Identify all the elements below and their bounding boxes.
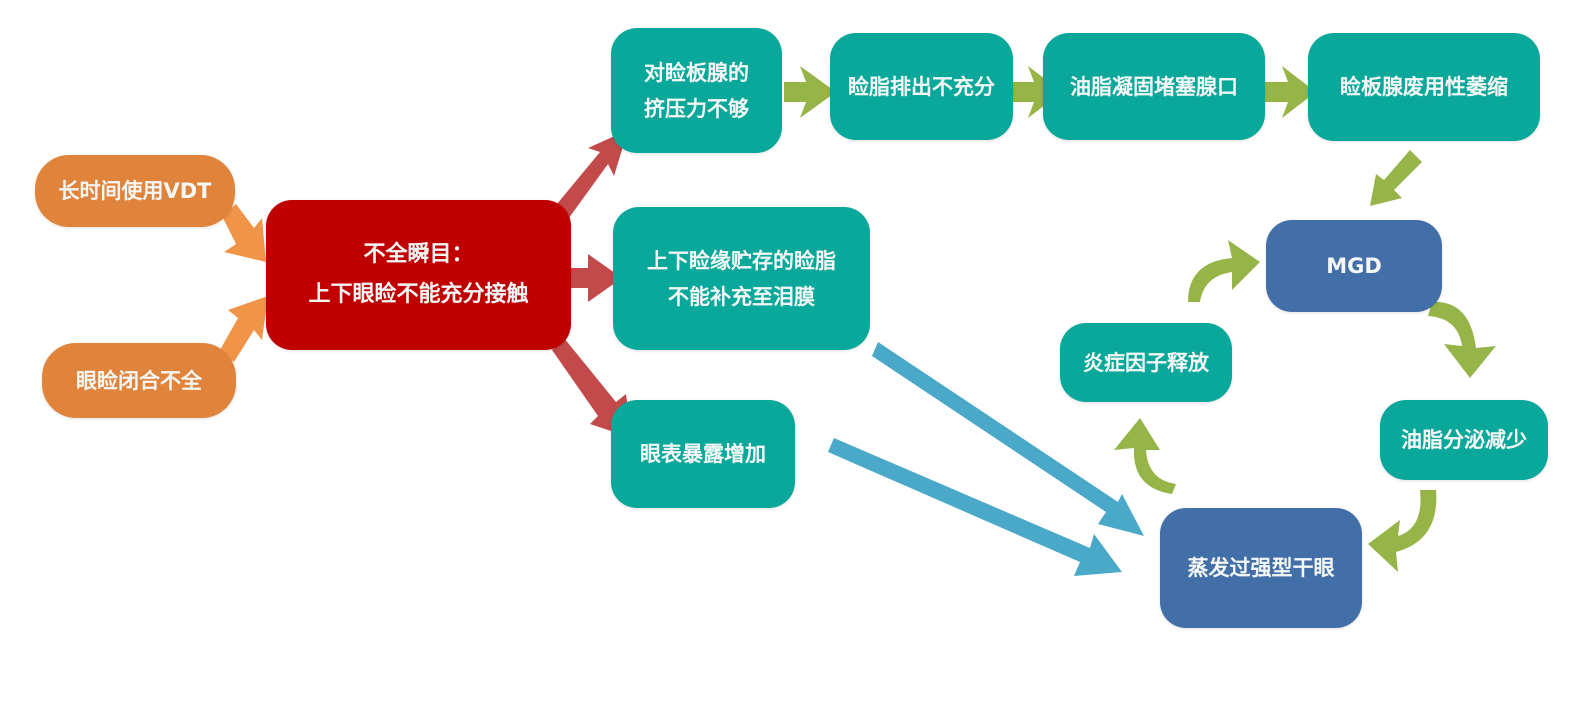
node-meibum-not-replenished: 上下睑缘贮存的睑脂 不能补充至泪膜 <box>613 207 870 350</box>
arrow-secretion-to-dryeye <box>1368 490 1437 572</box>
node-insufficient-pressure: 对睑板腺的 挤压力不够 <box>611 28 782 153</box>
node-inflammation-release: 炎症因子释放 <box>1060 323 1232 402</box>
arrow-blockage-to-atrophy <box>1256 66 1316 118</box>
node-label: 蒸发过强型干眼 <box>1187 556 1335 580</box>
node-label: 不全瞬目： 上下眼睑不能充分接触 <box>308 242 529 307</box>
node-label: 睑板腺废用性萎缩 <box>1340 75 1508 99</box>
node-oil-blockage: 油脂凝固堵塞腺口 <box>1043 33 1265 140</box>
node-incomplete-lid-closure: 眼睑闭合不全 <box>42 343 236 418</box>
node-label: 睑脂排出不充分 <box>848 74 995 99</box>
node-evaporative-dry-eye: 蒸发过强型干眼 <box>1160 508 1362 628</box>
arrow-mgd-to-secretion <box>1428 301 1496 378</box>
node-label: MGD <box>1326 254 1382 278</box>
arrow-pressure-to-expressed <box>784 66 836 118</box>
arrow-exposure-to-dryeye <box>828 438 1122 576</box>
node-mgd: MGD <box>1266 220 1442 312</box>
node-gland-atrophy: 睑板腺废用性萎缩 <box>1308 33 1540 141</box>
node-meibum-not-expressed: 睑脂排出不充分 <box>830 33 1013 140</box>
node-label: 油脂分泌减少 <box>1401 428 1527 452</box>
node-label: 对睑板腺的 挤压力不够 <box>644 60 749 121</box>
node-surface-exposure: 眼表暴露增加 <box>611 400 795 508</box>
node-incomplete-blinking: 不全瞬目： 上下眼睑不能充分接触 <box>266 200 571 350</box>
arrow-atrophy-to-mgd <box>1370 150 1422 206</box>
arrow-closure-to-blink <box>220 296 268 362</box>
node-long-vdt-use: 长时间使用VDT <box>35 155 235 227</box>
node-label: 长时间使用VDT <box>58 179 212 203</box>
node-label: 眼表暴露增加 <box>640 442 766 466</box>
node-oil-secretion-decrease: 油脂分泌减少 <box>1380 400 1548 480</box>
arrow-inflammation-to-mgd <box>1188 240 1260 302</box>
node-label: 油脂凝固堵塞腺口 <box>1070 74 1238 99</box>
node-label: 炎症因子释放 <box>1083 350 1209 375</box>
node-label: 上下睑缘贮存的睑脂 不能补充至泪膜 <box>647 248 836 309</box>
arrow-dryeye-to-inflammation <box>1114 418 1176 494</box>
node-label: 眼睑闭合不全 <box>76 368 202 393</box>
